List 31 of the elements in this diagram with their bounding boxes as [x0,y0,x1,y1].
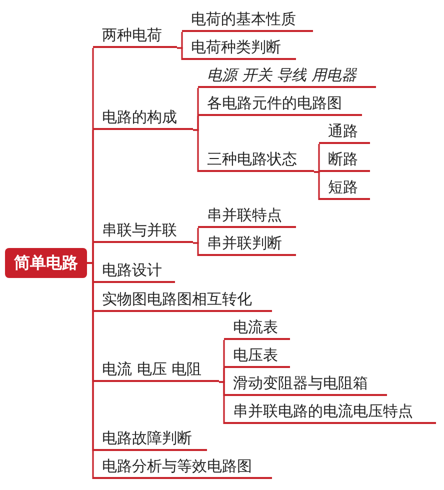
branch-topic [224,316,290,340]
connector-line [219,381,225,424]
topic-label: 通路 [328,122,358,140]
topic-label: 串并联特点 [207,206,282,224]
topic-label: 滑动变阻器与电阻箱 [233,374,368,392]
topic-label: 电路的构成 [102,108,177,126]
topic-label: 两种电荷 [102,26,162,44]
topic-label: 实物图电路图相互转化 [102,290,252,308]
topic-label: 电流表 [233,318,278,336]
topic-label: 串并联电路的电流电压特点 [233,402,413,420]
topic-label: 电压表 [233,346,278,364]
topic-label: 电路故障判断 [102,429,192,447]
topic-label: 串联与并联 [102,221,177,239]
topic-label: 三种电路状态 [207,150,297,168]
connector-line [314,171,320,200]
connector-line [193,242,199,256]
branch-topic [93,358,219,382]
branch-topic [224,400,436,424]
topic-label: 电荷的基本性质 [191,10,296,28]
topic-label: 各电路元件的电路图 [207,94,342,112]
topic-label: 电荷种类判断 [191,38,281,56]
topic-label: 电路分析与等效电路图 [102,457,252,475]
connector-line [177,47,183,60]
topic-label: 电路设计 [102,261,162,279]
connector-line [193,129,199,172]
topic-label: 电源 开关 导线 用电器 [207,66,356,84]
topic-label: 电流 电压 电阻 [102,360,202,378]
topic-label: 短路 [328,178,358,196]
topic-label: 串并联判断 [207,234,282,252]
root-topic-box: 简单电路 [5,248,87,278]
topic-label: 断路 [328,150,358,168]
